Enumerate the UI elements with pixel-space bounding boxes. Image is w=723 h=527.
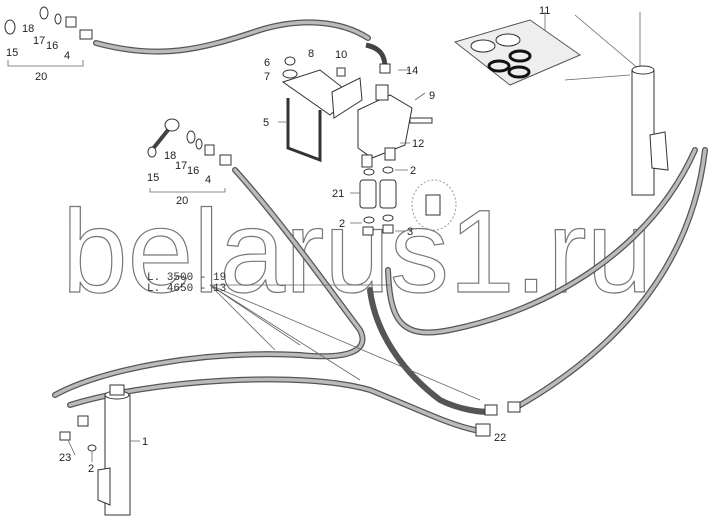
callout-6: 6: [264, 57, 270, 69]
callouts-valve: 6 7 8 10 14 9 5 12 2 21 2 3: [263, 48, 435, 238]
callout-20: 20: [176, 195, 188, 207]
callout-4: 4: [205, 174, 211, 186]
tee-fitting: [475, 401, 521, 437]
callout-8: 8: [308, 48, 314, 60]
callout-12: 12: [412, 138, 424, 150]
callout-7: 7: [264, 71, 270, 83]
callout-3: 3: [407, 226, 413, 238]
valve-assembly: [281, 42, 457, 236]
callout-21: 21: [332, 188, 344, 200]
seal-kit: [453, 12, 641, 86]
callout-5: 5: [263, 117, 269, 129]
callout-15: 15: [6, 47, 18, 59]
fitting-assembly-middle-left: [147, 118, 232, 166]
leader-lines: [7, 60, 481, 401]
hose-bottom: [67, 376, 478, 433]
callout-4: 4: [64, 50, 70, 62]
callout-2: 2: [339, 218, 345, 230]
callout-16: 16: [46, 40, 58, 52]
callouts-top-left: 15 18 17 16 4 20: [6, 23, 70, 83]
callout-1: 1: [142, 436, 148, 448]
cylinder-left: [59, 384, 131, 516]
fitting-assembly-top-left: [4, 6, 93, 40]
callout-2: 2: [88, 463, 94, 475]
callout-17: 17: [33, 35, 45, 47]
hose-length-1: L. 3500 - 19: [147, 272, 226, 284]
callout-17: 17: [175, 160, 187, 172]
callout-16: 16: [187, 165, 199, 177]
callout-2: 2: [410, 165, 416, 177]
callout-10: 10: [335, 49, 347, 61]
callout-14: 14: [406, 65, 418, 77]
callout-11: 11: [539, 5, 550, 17]
cylinder-right: [631, 12, 669, 196]
callout-18: 18: [22, 23, 34, 35]
callouts-middle-left: 15 18 17 16 4 20: [147, 150, 211, 207]
callout-9: 9: [429, 90, 435, 102]
callout-20: 20: [35, 71, 47, 83]
callout-18: 18: [164, 150, 176, 162]
watermark: belarus1.ru: [62, 186, 652, 318]
hose-length-2: L. 4650 - 13: [147, 283, 226, 295]
callout-23: 23: [59, 452, 71, 464]
hose-center: [367, 287, 493, 415]
hoses: [52, 19, 708, 433]
callouts-cylinder-left: 1 23 2: [59, 436, 148, 475]
callout-15: 15: [147, 172, 159, 184]
callout-22: 22: [494, 432, 506, 444]
